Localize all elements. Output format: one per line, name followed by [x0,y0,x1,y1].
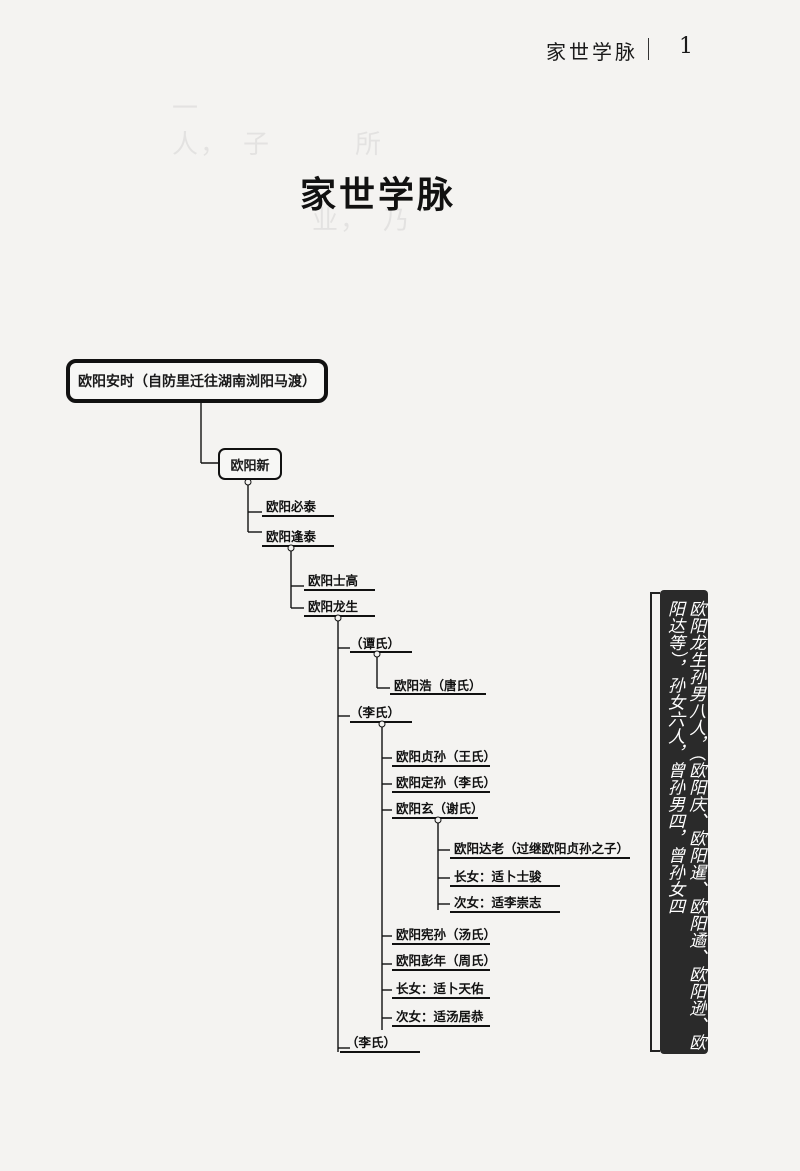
page-number: 1 [679,34,693,59]
tree-node-pengnian: 欧阳彭年（周氏） [396,953,497,968]
page-header: 家世学脉 1 [0,34,800,74]
tree-node-zhensun: 欧阳贞孙（王氏） [396,749,497,764]
tree-node-xuan: 欧阳玄（谢氏） [396,801,484,816]
tree-node-wife-li: （李氏） [350,705,401,720]
tree-node-shigao: 欧阳士高 [308,573,359,588]
tree-node-wife-li-2: （李氏） [346,1035,397,1050]
tree-node-daughter-1: 长女：适卜天佑 [396,981,484,996]
tree-node-xiansun: 欧阳宪孙（汤氏） [396,927,497,942]
sidenote-text: 欧阳龙生孙男八人，（欧阳庆、欧阳暹、欧阳遹、欧阳逊、欧阳达等），孙女六人，曾孙男… [664,600,706,1051]
running-title: 家世学脉 [546,40,638,64]
sidenote-box: 欧阳龙生孙男八人，（欧阳庆、欧阳暹、欧阳遹、欧阳逊、欧阳达等），孙女六人，曾孙男… [660,590,708,1054]
tree-node-bitai: 欧阳必泰 [266,499,317,514]
tree-root-node: 欧阳安时（自防里迁往湖南浏阳马渡） [66,359,328,403]
tree-node-dingsun: 欧阳定孙（李氏） [396,775,497,790]
chapter-title: 家世学脉 [300,175,457,216]
header-divider [648,38,649,60]
tree-node-hao: 欧阳浩（唐氏） [394,678,482,693]
tree-node-dalao: 欧阳达老（过继欧阳贞孙之子） [454,841,630,856]
tree-node-wife-tan: （谭氏） [350,636,401,651]
tree-node-xuan-daughter-2: 次女：适李崇志 [454,895,542,910]
tree-node-fengtai: 欧阳逢泰 [266,529,317,544]
tree-node-longsheng: 欧阳龙生 [308,599,359,614]
tree-node-daughter-2: 次女：适汤居恭 [396,1009,484,1024]
tree-node-xuan-daughter-1: 长女：适卜士骏 [454,869,542,884]
tree-node-ouyang-xin: 欧阳新 [218,448,282,480]
sidenote-bracket [650,592,660,1052]
